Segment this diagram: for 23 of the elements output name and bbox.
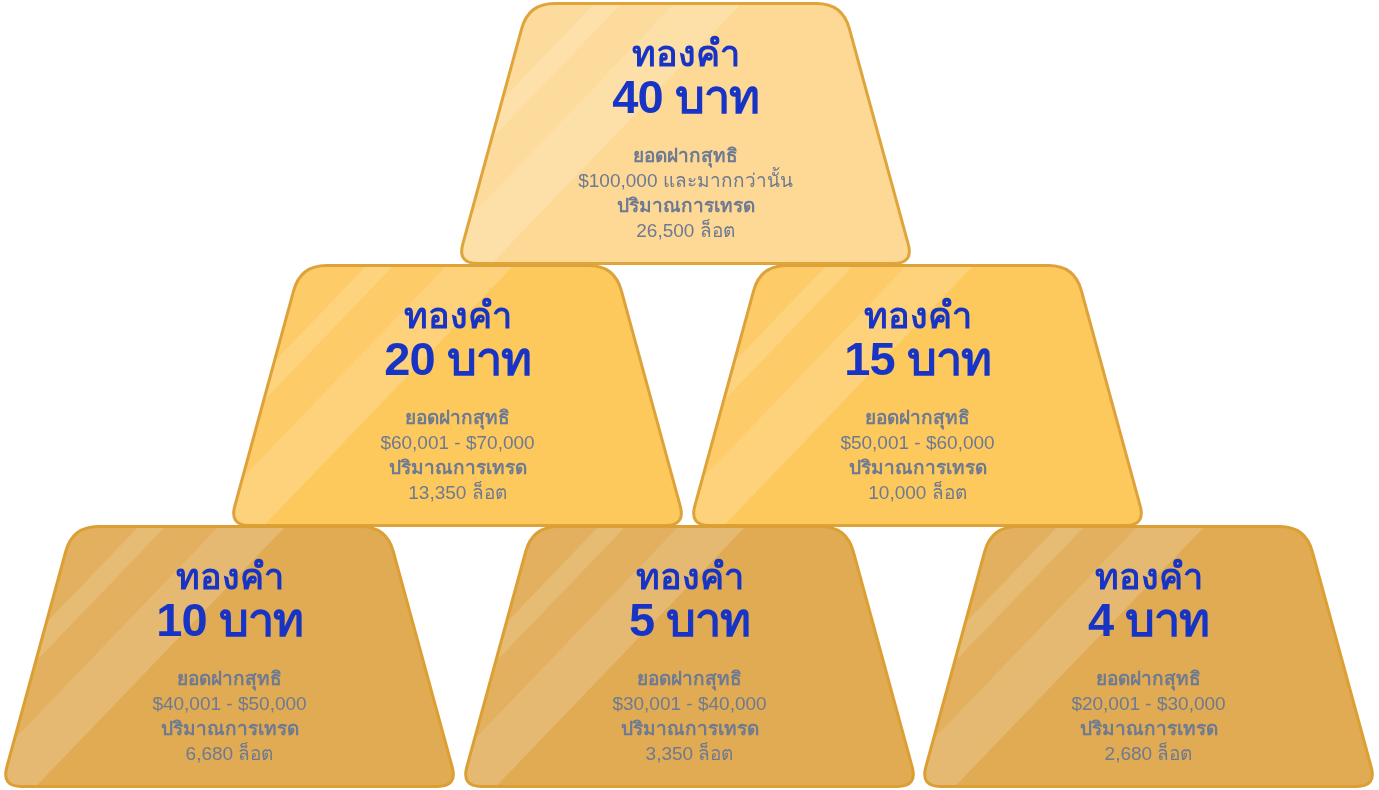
deposit-label: ยอดฝากสุทธิ bbox=[405, 407, 510, 429]
volume-value: 3,350 ล็อต bbox=[645, 743, 734, 765]
volume-value: 10,000 ล็อต bbox=[868, 482, 967, 504]
volume-value: 13,350 ล็อต bbox=[408, 482, 507, 504]
volume-label: ปริมาณการเทรด bbox=[616, 195, 755, 217]
volume-label: ปริมาณการเทรด bbox=[160, 718, 299, 740]
deposit-value: $60,001 - $70,000 bbox=[380, 432, 535, 454]
volume-value: 26,500 ล็อต bbox=[636, 220, 735, 242]
deposit-value: $50,001 - $60,000 bbox=[840, 432, 995, 454]
deposit-label: ยอดฝากสุทธิ bbox=[1096, 668, 1201, 690]
deposit-label: ยอดฝากสุทธิ bbox=[637, 668, 742, 690]
volume-label: ปริมาณการเทรด bbox=[848, 457, 987, 479]
deposit-value: $20,001 - $30,000 bbox=[1071, 693, 1226, 715]
deposit-value: $40,001 - $50,000 bbox=[152, 693, 307, 715]
volume-label: ปริมาณการเทรด bbox=[1079, 718, 1218, 740]
volume-value: 2,680 ล็อต bbox=[1104, 743, 1193, 765]
volume-value: 6,680 ล็อต bbox=[185, 743, 274, 765]
deposit-label: ยอดฝากสุทธิ bbox=[633, 145, 738, 167]
deposit-label: ยอดฝากสุทธิ bbox=[177, 668, 282, 690]
deposit-label: ยอดฝากสุทธิ bbox=[865, 407, 970, 429]
volume-label: ปริมาณการเทรด bbox=[620, 718, 759, 740]
deposit-value: $30,001 - $40,000 bbox=[612, 693, 767, 715]
volume-label: ปริมาณการเทรด bbox=[388, 457, 527, 479]
